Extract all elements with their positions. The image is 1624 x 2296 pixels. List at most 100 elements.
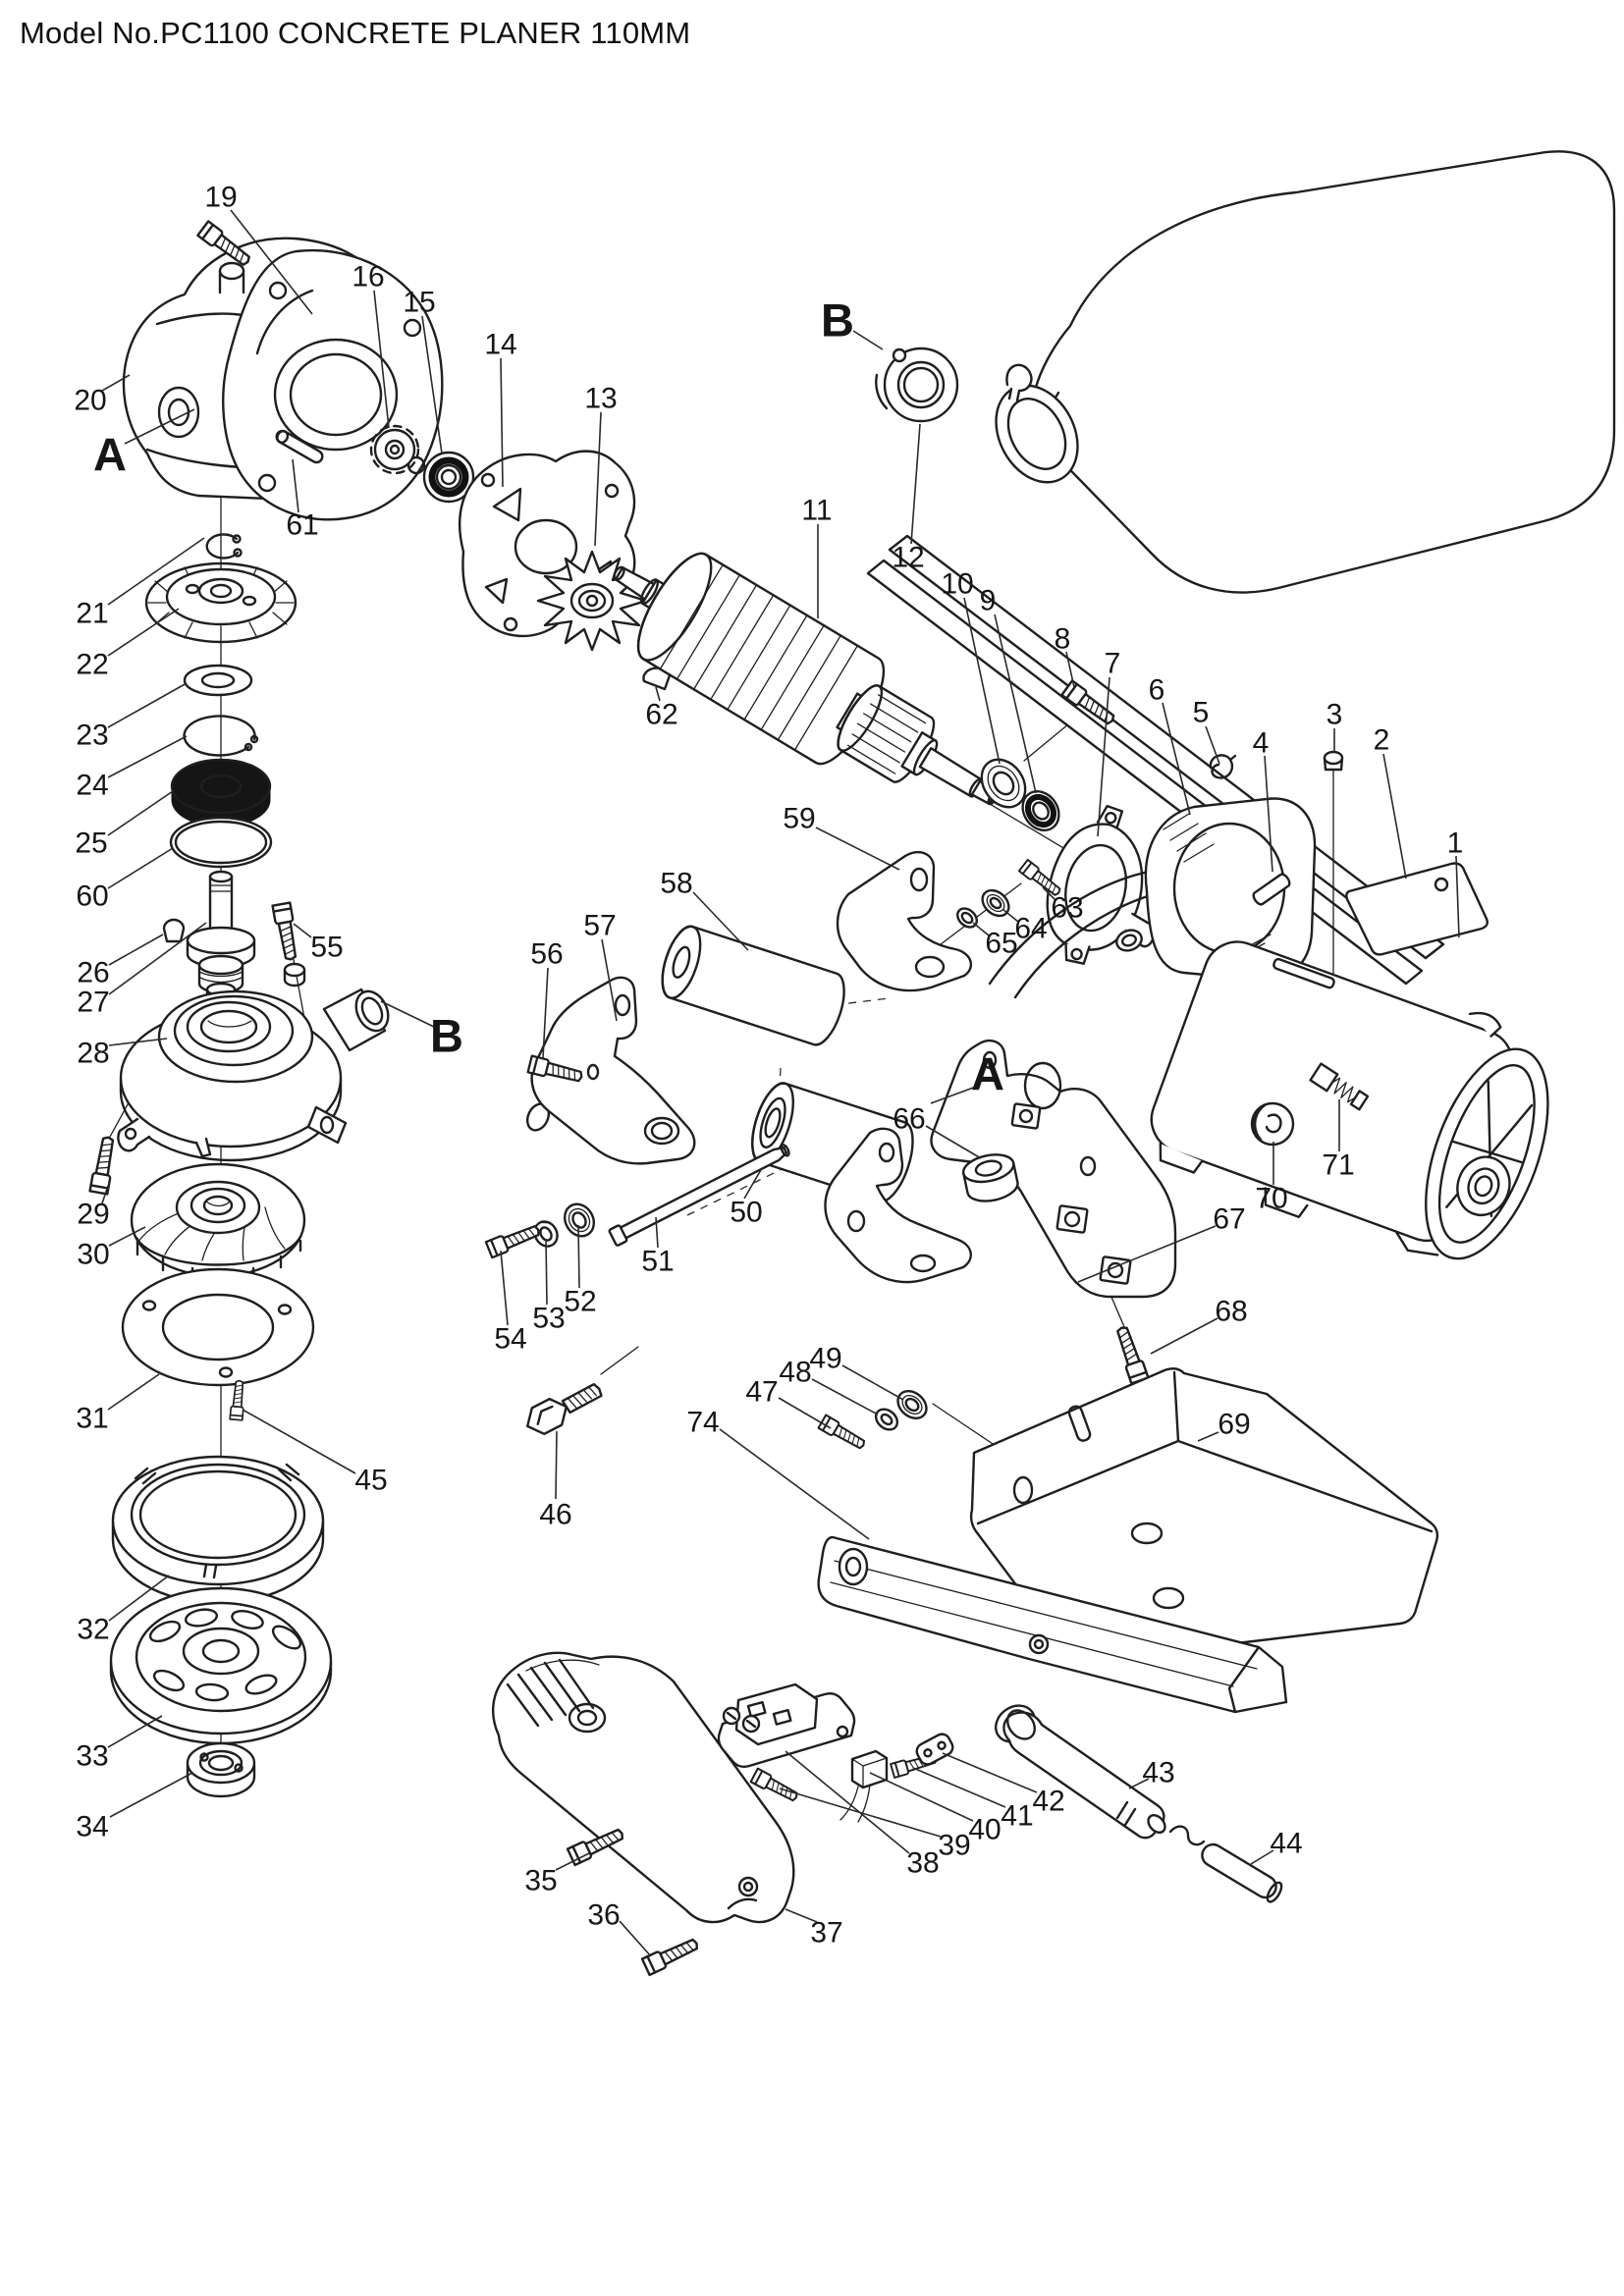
leader-line-66 xyxy=(925,1125,982,1159)
motor-housing-1 xyxy=(1150,940,1549,1260)
leader-lines xyxy=(101,209,1460,1957)
part-callout-51: 51 xyxy=(641,1246,674,1278)
part-callout-24: 24 xyxy=(76,770,108,802)
part-callout-7: 7 xyxy=(1105,648,1121,680)
leader-line-43 xyxy=(1128,1778,1150,1789)
screw-54 xyxy=(484,1220,543,1259)
part-callout-44: 44 xyxy=(1270,1828,1302,1860)
washer-23 xyxy=(183,664,253,697)
part-callout-74: 74 xyxy=(686,1407,719,1439)
part-callout-15: 15 xyxy=(403,287,435,319)
arm-plate-left xyxy=(824,1127,972,1284)
leader-line-4 xyxy=(1264,755,1273,873)
part-callout-65: 65 xyxy=(985,928,1017,960)
leader-line-69 xyxy=(1197,1431,1219,1442)
leader-line-B xyxy=(380,1000,437,1029)
part-callout-28: 28 xyxy=(77,1038,109,1070)
part-callout-52: 52 xyxy=(564,1286,596,1318)
leader-line-65 xyxy=(972,922,990,936)
leader-line-64 xyxy=(1001,908,1019,923)
power-cord-44 xyxy=(1168,1825,1283,1903)
leader-line-21 xyxy=(107,537,205,606)
leader-line-74 xyxy=(719,1428,870,1540)
leader-line-34 xyxy=(109,1772,193,1818)
ball-bearing-9 xyxy=(1021,790,1060,831)
circlip-21 xyxy=(205,533,243,560)
leader-line-60 xyxy=(107,847,174,889)
part-callout-67: 67 xyxy=(1213,1203,1245,1236)
part-callout-23: 23 xyxy=(76,720,108,752)
part-callout-58: 58 xyxy=(660,868,692,900)
section-marker-A: A xyxy=(93,429,127,481)
rubber-sleeve-66 xyxy=(961,1153,1019,1202)
spindle-27 xyxy=(186,870,256,1005)
leader-line-19 xyxy=(230,209,313,315)
flat-ring-60 xyxy=(169,816,273,869)
part-callout-37: 37 xyxy=(810,1917,842,1949)
snap-ring-24 xyxy=(183,715,259,757)
wheel-cover-33 xyxy=(109,1586,333,1745)
part-callout-35: 35 xyxy=(524,1865,557,1897)
leader-line-1 xyxy=(1455,855,1460,938)
section-marker-B: B xyxy=(821,294,854,347)
part-callout-41: 41 xyxy=(1001,1800,1033,1833)
part-callout-56: 56 xyxy=(530,938,563,971)
field-coil-6 xyxy=(988,797,1317,999)
leader-line-41 xyxy=(912,1767,1006,1808)
pin-61 xyxy=(275,429,324,464)
part-callout-43: 43 xyxy=(1142,1757,1174,1789)
leader-line-20 xyxy=(101,374,131,392)
part-callout-66: 66 xyxy=(893,1103,925,1136)
screw-55 xyxy=(271,901,301,963)
leader-line-57 xyxy=(601,938,618,1022)
fan-13 xyxy=(536,550,648,652)
leader-line-27 xyxy=(108,922,207,995)
part-callout-3: 3 xyxy=(1326,699,1343,731)
part-callout-50: 50 xyxy=(730,1197,762,1229)
part-callout-33: 33 xyxy=(76,1740,108,1773)
bearing-box-28 xyxy=(117,962,390,1162)
leader-line-50 xyxy=(743,1167,763,1200)
pin-4 xyxy=(1252,873,1291,906)
leader-line-51 xyxy=(655,1216,659,1249)
part-callout-69: 69 xyxy=(1218,1409,1250,1441)
roller-58 xyxy=(661,925,845,1046)
washer-49 xyxy=(896,1390,928,1419)
leader-line-9 xyxy=(994,614,1037,794)
part-callout-20: 20 xyxy=(74,385,106,417)
leader-line-14 xyxy=(500,357,504,488)
leader-line-49 xyxy=(841,1364,904,1401)
part-callout-57: 57 xyxy=(583,910,616,942)
plate-2 xyxy=(1345,862,1489,956)
bevel-gear-22 xyxy=(144,561,298,644)
part-callout-40: 40 xyxy=(968,1814,1001,1846)
leader-line-16 xyxy=(373,290,390,429)
part-callout-63: 63 xyxy=(1051,892,1083,925)
screw-47 xyxy=(817,1414,869,1454)
spring-washer-53 xyxy=(533,1220,559,1248)
screw-45 xyxy=(229,1379,247,1421)
leader-line-47 xyxy=(778,1397,832,1429)
leader-line-13 xyxy=(594,411,602,547)
part-callout-30: 30 xyxy=(77,1239,109,1271)
leader-line-8 xyxy=(1065,651,1075,688)
part-callout-9: 9 xyxy=(980,585,997,617)
leader-line-23 xyxy=(107,682,188,728)
leader-line-39 xyxy=(779,1788,942,1838)
carbon-brush-71 xyxy=(1309,1062,1370,1111)
leader-line-24 xyxy=(107,735,188,778)
part-callout-36: 36 xyxy=(587,1899,620,1932)
leader-line-38 xyxy=(785,1750,910,1854)
shaft-51 xyxy=(608,1144,790,1247)
part-callout-59: 59 xyxy=(783,803,815,835)
section-marker-B: B xyxy=(430,1010,463,1062)
part-callout-32: 32 xyxy=(77,1614,109,1646)
leader-line-33 xyxy=(107,1715,163,1748)
leader-line-25 xyxy=(107,790,174,836)
leader-line-63 xyxy=(1042,886,1056,901)
washer-65 xyxy=(956,907,978,929)
clip-5 xyxy=(1209,754,1237,779)
switch-38 xyxy=(717,1682,856,1768)
leader-line-58 xyxy=(692,891,749,951)
part-callout-61: 61 xyxy=(286,509,318,542)
